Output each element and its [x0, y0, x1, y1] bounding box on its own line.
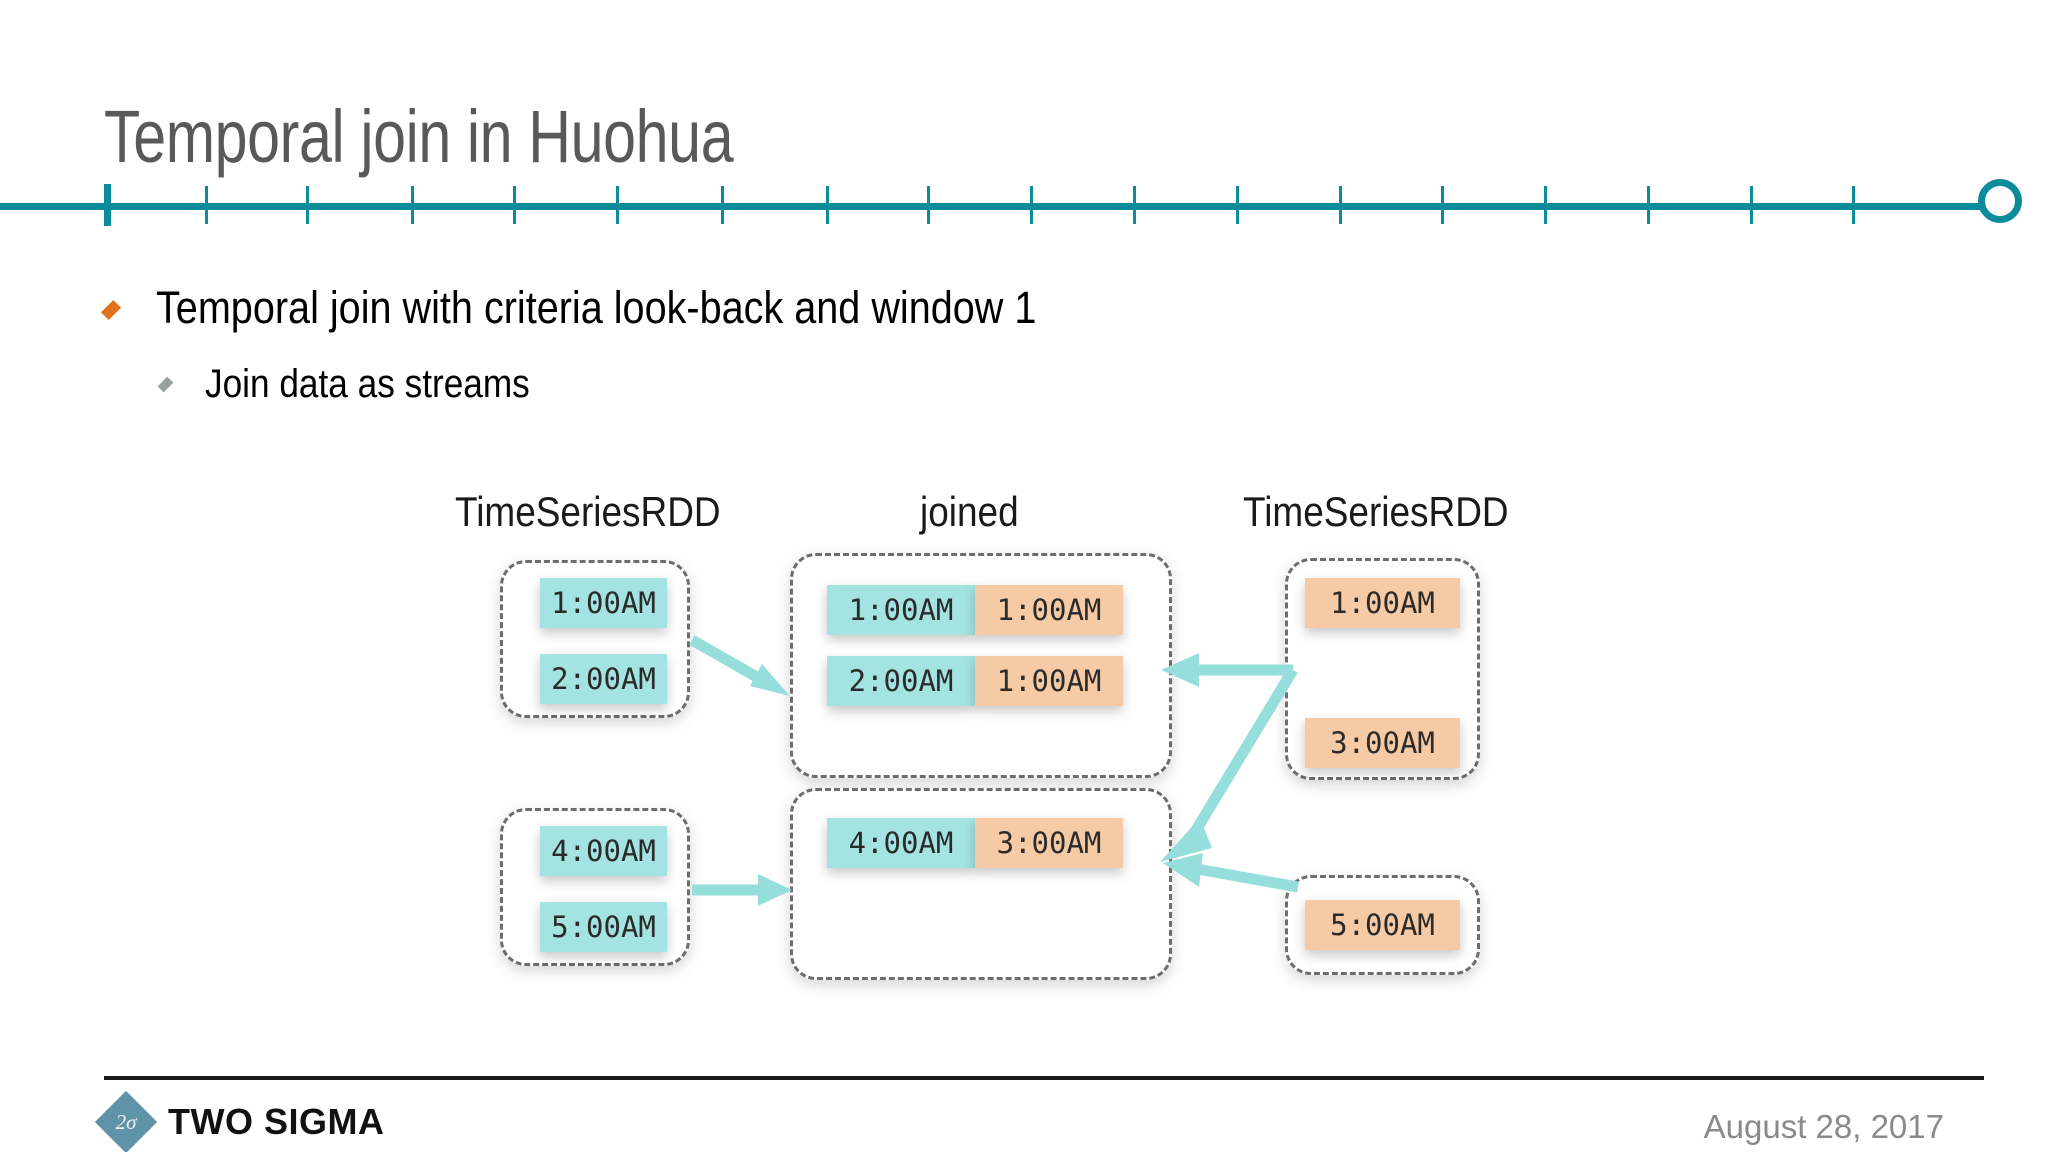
joined-cell-right: 1:00AM	[975, 656, 1123, 706]
footer-date: August 28, 2017	[1703, 1108, 1944, 1145]
diagram-label-center: joined	[920, 488, 1019, 535]
bullet-item-primary: Temporal join with criteria look-back an…	[100, 282, 1156, 333]
timeline-endcap-circle	[1978, 179, 2022, 223]
timeline-tick	[1133, 186, 1136, 224]
timeline-tick	[721, 186, 724, 224]
bullet-text: Join data as streams	[205, 362, 530, 406]
left-rdd-cell: 2:00AM	[540, 654, 667, 704]
timeline-tick	[205, 186, 208, 224]
two-sigma-logo: 2σ TWO SIGMA	[94, 1090, 385, 1152]
arrow-left-to-joined-1	[689, 635, 790, 696]
left-rdd-cell: 4:00AM	[540, 826, 667, 876]
two-sigma-diamond-icon: 2σ	[94, 1090, 158, 1152]
diagram-label-left: TimeSeriesRDD	[455, 488, 721, 535]
bullet-item-secondary: Join data as streams	[157, 362, 574, 406]
timeline-tick	[306, 186, 309, 224]
timeline-tick	[411, 186, 414, 224]
joined-cell-left: 2:00AM	[827, 656, 975, 706]
page-title: Temporal join in Huohua	[104, 95, 734, 178]
right-rdd-cell: 1:00AM	[1305, 578, 1460, 628]
joined-cell-right: 1:00AM	[975, 585, 1123, 635]
bullet-text: Temporal join with criteria look-back an…	[156, 282, 1037, 333]
joined-cell-right: 3:00AM	[975, 818, 1123, 868]
left-rdd-cell: 5:00AM	[540, 902, 667, 952]
timeline-tick	[927, 186, 930, 224]
timeline-tick-active	[104, 184, 111, 226]
joined-cell-left: 1:00AM	[827, 585, 975, 635]
right-rdd-cell: 5:00AM	[1305, 900, 1460, 950]
timeline-tick	[1544, 186, 1547, 224]
diagram-label-right: TimeSeriesRDD	[1243, 488, 1509, 535]
timeline-tick	[1441, 186, 1444, 224]
logo-wordmark: TWO SIGMA	[168, 1101, 385, 1142]
timeline-tick	[1236, 186, 1239, 224]
timeline-tick	[1750, 186, 1753, 224]
timeline-tick	[1647, 186, 1650, 224]
logo-mark-text: 2σ	[115, 1109, 137, 1134]
arrow-right5-to-joined-2	[1163, 853, 1299, 893]
timeline-tick	[616, 186, 619, 224]
timeline-tick	[1030, 186, 1033, 224]
timeline-rule	[0, 203, 2013, 210]
timeline-tick	[513, 186, 516, 224]
right-rdd-cell: 3:00AM	[1305, 718, 1460, 768]
footer-divider	[104, 1076, 1984, 1080]
timeline-tick	[1339, 186, 1342, 224]
joined-cell-left: 4:00AM	[827, 818, 975, 868]
left-rdd-cell: 1:00AM	[540, 578, 667, 628]
timeline-tick	[1852, 186, 1855, 224]
joined-group-2	[790, 788, 1172, 980]
timeline-tick	[826, 186, 829, 224]
arrow-right-to-joined-2	[1160, 667, 1298, 862]
arrow-right-to-joined-1	[1161, 653, 1293, 687]
arrow-left-to-joined-2	[692, 874, 792, 906]
